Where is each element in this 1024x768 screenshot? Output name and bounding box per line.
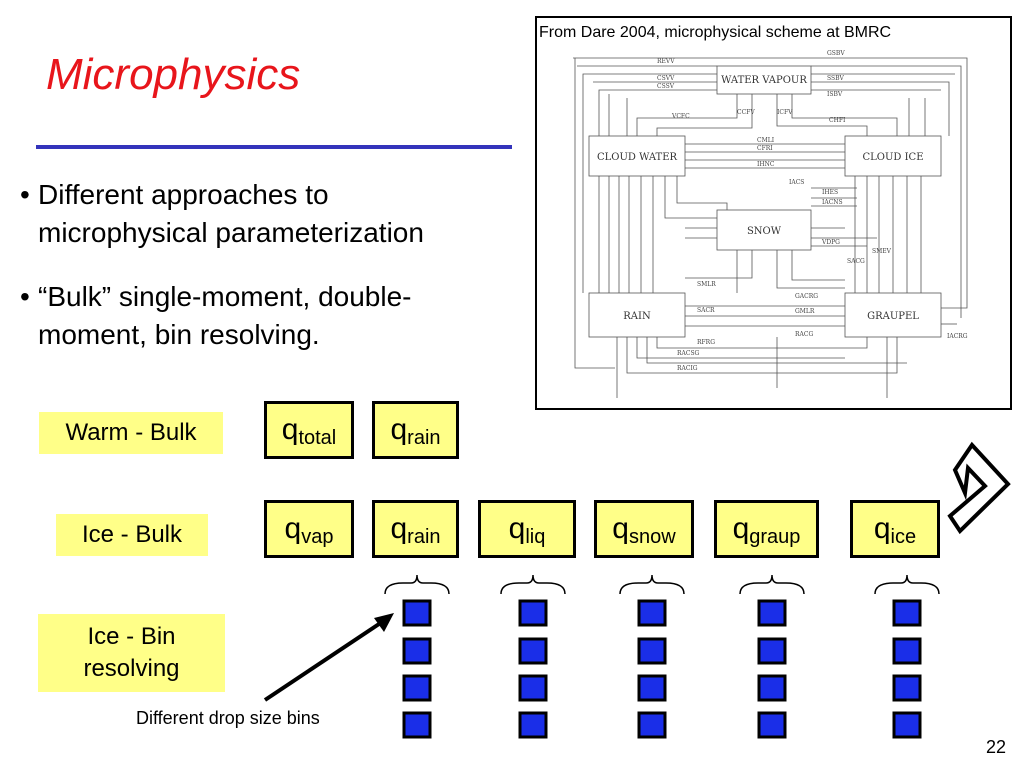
process-label: ICFV (777, 109, 793, 116)
page-number: 22 (986, 737, 1007, 757)
process-label: SACG (847, 258, 865, 265)
process-label: VDPG (821, 239, 840, 246)
box-label: CLOUD WATER (597, 152, 678, 163)
process-label: IHNC (757, 161, 775, 168)
label-line: Ice - Bin (87, 623, 176, 650)
process-label: GACRG (795, 293, 818, 300)
pointer-arrow-line (263, 620, 384, 702)
process-label: SACR (697, 307, 715, 314)
process-label: GSBV (827, 50, 845, 57)
box-label: SNOW (747, 226, 782, 237)
bullet-dot: • (20, 281, 30, 312)
process-label: IACRG (947, 333, 968, 340)
drop-size-bin (518, 674, 548, 702)
process-label: RACG (795, 331, 813, 338)
process-label: CSSV (657, 83, 675, 90)
drop-size-bin (518, 711, 548, 739)
brace-icon (500, 574, 566, 595)
box-snow (716, 209, 812, 251)
drop-size-bins-label: Different drop size bins (136, 708, 320, 728)
process-label: IACNS (822, 199, 843, 206)
bullet-dot: • (20, 179, 30, 210)
box-label: RAIN (623, 311, 651, 322)
process-label: IACS (789, 179, 804, 186)
drop-size-bin (757, 674, 787, 702)
scheme-diagram-svg: WATER VAPOUR CLOUD WATER CLOUD ICE SNOW … (573, 50, 968, 398)
diagram-caption: From Dare 2004, microphysical scheme at … (539, 24, 892, 41)
drop-size-bin (402, 711, 432, 739)
box-label: GRAUPEL (867, 311, 919, 322)
brace-icon (739, 574, 805, 595)
bullet-line: moment, bin resolving. (38, 319, 320, 350)
label-warm-bulk: Warm - Bulk (39, 412, 223, 454)
drop-size-bin (892, 711, 922, 739)
drop-size-bin (757, 637, 787, 665)
process-label: RACSG (677, 350, 700, 357)
bullet-line: Different approaches to (38, 179, 329, 210)
process-label: CSVV (657, 75, 675, 82)
drop-size-bin (757, 599, 787, 627)
microphysics-scheme-figure: WATER VAPOUR CLOUD WATER CLOUD ICE SNOW … (535, 16, 1012, 410)
label-line: resolving (83, 655, 180, 682)
up-arrow-icon (947, 441, 1011, 535)
brace-icon (384, 574, 450, 595)
bin-squares (402, 599, 922, 739)
process-label: CFRI (757, 145, 773, 152)
bullet-line: microphysical parameterization (38, 217, 424, 248)
drop-size-bin (637, 599, 667, 627)
pointer-arrow-head-icon (374, 613, 394, 632)
process-label: SMEV (872, 248, 892, 255)
bullet-item-approaches: • Different approaches to microphysical … (20, 176, 520, 252)
title-divider (36, 145, 512, 149)
process-label: VCFC (671, 113, 690, 120)
brace-icon (619, 574, 685, 595)
box-label: WATER VAPOUR (721, 75, 807, 86)
drop-size-bin (402, 599, 432, 627)
process-label: CHFI (829, 117, 846, 124)
process-label: ISBV (827, 91, 843, 98)
process-label: IHES (822, 189, 838, 196)
drop-size-bin (892, 599, 922, 627)
drop-size-bin (892, 674, 922, 702)
box-label: CLOUD ICE (862, 152, 923, 163)
process-label: RFRG (697, 339, 715, 346)
drop-size-bin (892, 637, 922, 665)
box-water-vapour (716, 65, 812, 95)
drop-size-bin (637, 674, 667, 702)
process-label: SSBV (827, 75, 845, 82)
drop-size-bin (637, 637, 667, 665)
bullet-item-bulk: • “Bulk” single-moment, double- moment, … (20, 278, 520, 354)
drop-size-bin (518, 637, 548, 665)
process-label: CMLI (757, 137, 775, 144)
drop-size-bin (637, 711, 667, 739)
label-ice-bin-resolving: Ice - Bin resolving (38, 614, 225, 692)
brace-group (384, 574, 940, 595)
page-title: Microphysics (46, 50, 301, 99)
label-ice-bulk: Ice - Bulk (56, 514, 208, 556)
process-label: CCFV (737, 109, 755, 116)
drop-size-bin (518, 599, 548, 627)
drop-size-bin (402, 637, 432, 665)
process-label: SMLR (697, 281, 716, 288)
drop-size-bin (402, 674, 432, 702)
process-label: GMLR (795, 308, 815, 315)
process-label: REVV (657, 58, 675, 65)
bullet-line: “Bulk” single-moment, double- (38, 281, 412, 312)
process-label: RACIG (677, 365, 698, 372)
drop-size-bin (757, 711, 787, 739)
brace-icon (874, 574, 940, 595)
